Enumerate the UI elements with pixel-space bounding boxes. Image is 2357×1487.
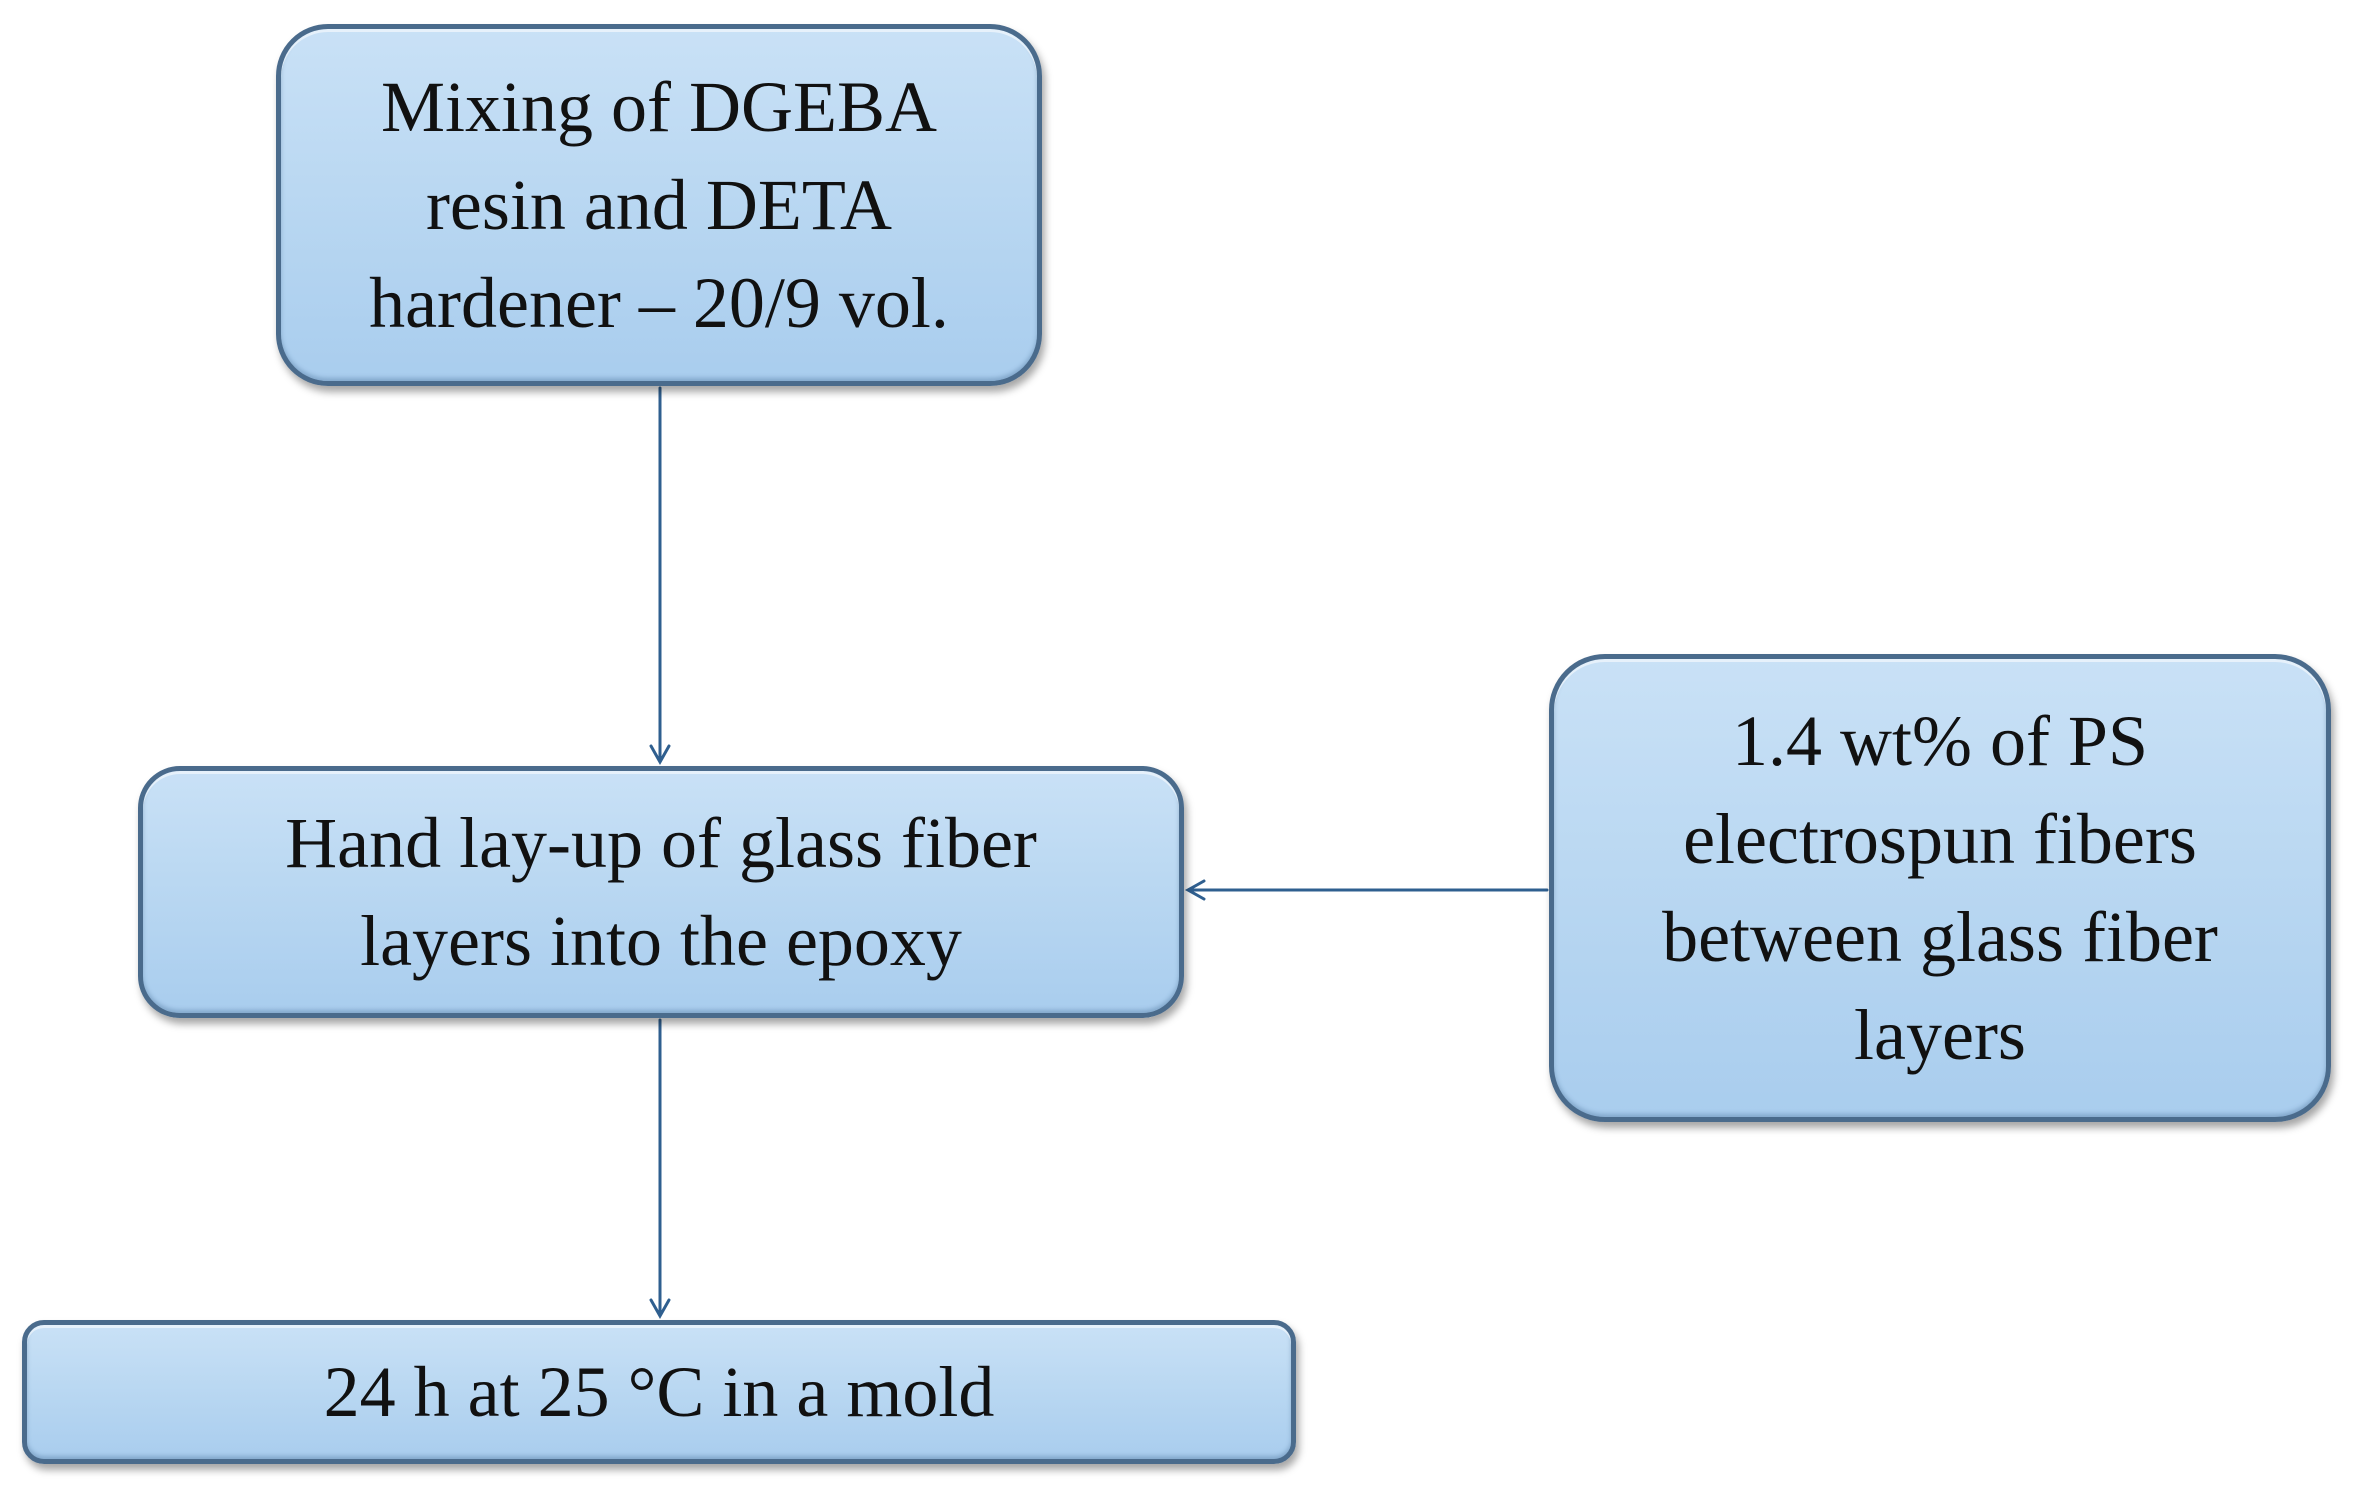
arrowhead-down-2: [649, 1298, 671, 1320]
node-hand-lay-up-label: Hand lay-up of glass fiber layers into t…: [285, 803, 1037, 981]
node-curing: 24 h at 25 °C in a mold: [22, 1320, 1296, 1464]
arrowhead-down-1: [649, 744, 671, 766]
node-ps-electrospun-fibers-label: 1.4 wt% of PS electrospun fibers between…: [1662, 701, 2218, 1075]
node-hand-lay-up: Hand lay-up of glass fiber layers into t…: [138, 766, 1184, 1018]
node-mixing-label: Mixing of DGEBA resin and DETA hardener …: [369, 67, 949, 343]
node-mixing: Mixing of DGEBA resin and DETA hardener …: [276, 24, 1042, 386]
arrowhead-left: [1184, 879, 1206, 901]
node-curing-label: 24 h at 25 °C in a mold: [323, 1352, 995, 1432]
node-ps-electrospun-fibers: 1.4 wt% of PS electrospun fibers between…: [1549, 654, 2331, 1122]
